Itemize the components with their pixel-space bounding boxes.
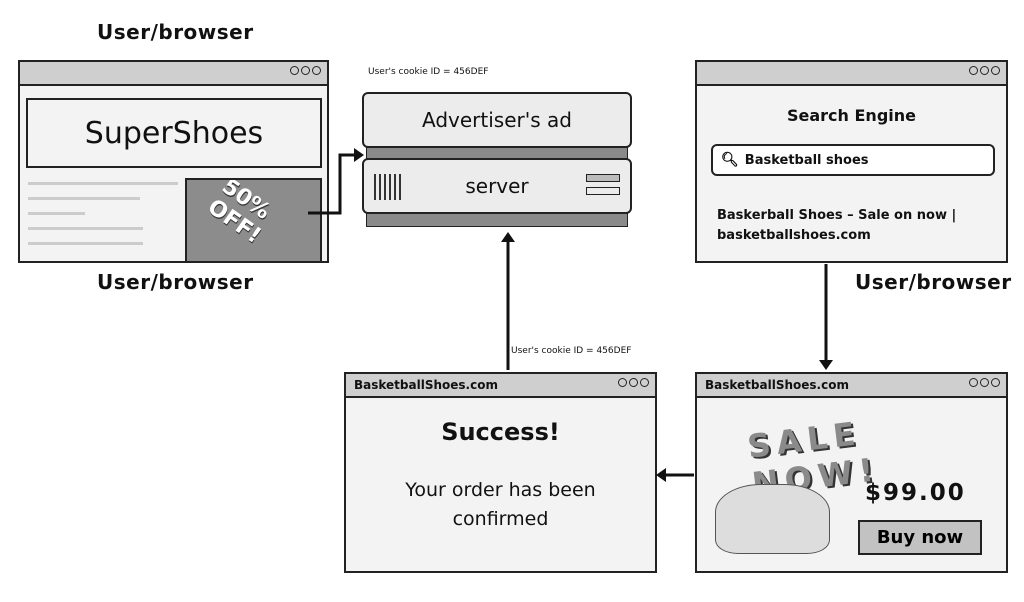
server-base (366, 213, 628, 227)
search-result[interactable]: Baskerball Shoes – Sale on now | basketb… (717, 206, 956, 246)
sneakers-image (715, 484, 830, 554)
confirmation-line: confirmed (452, 508, 549, 530)
title-bar (20, 62, 327, 86)
site-name: BasketballShoes.com (354, 378, 498, 392)
user-browser-label-top: User/browser (97, 20, 254, 44)
arrowhead (656, 468, 666, 482)
title-bar: BasketballShoes.com (346, 374, 655, 398)
buy-now-button[interactable]: Buy now (858, 520, 982, 555)
server-label: server (465, 174, 529, 198)
title-bar (697, 62, 1006, 86)
cookie-label-mid: User's cookie ID = 456DEF (511, 346, 632, 356)
drive-slot-icon (586, 174, 620, 182)
sale-window: BasketballShoes.com SALE NOW! $99.00 Buy… (695, 372, 1008, 573)
confirmation-line: Your order has been (405, 479, 596, 501)
order-confirmation: Your order has been confirmed (346, 476, 655, 534)
success-heading: Success! (441, 418, 560, 446)
ad-banner[interactable]: 50% OFF! (185, 178, 322, 263)
search-engine-window: Search Engine 🔍︎ Basketball shoes Basker… (695, 60, 1008, 263)
search-input[interactable]: 🔍︎ Basketball shoes (711, 144, 995, 176)
user-browser-label-right: User/browser (855, 270, 1012, 294)
site-name: BasketballShoes.com (705, 378, 849, 392)
cookie-label-top: User's cookie ID = 456DEF (368, 67, 489, 77)
user-browser-label-left: User/browser (97, 270, 254, 294)
success-window: BasketballShoes.com Success! Your order … (344, 372, 657, 573)
window-controls-icon[interactable] (969, 378, 1000, 387)
result-title[interactable]: Baskerball Shoes – Sale on now | (717, 208, 957, 223)
supershoes-header: SuperShoes (26, 98, 322, 168)
window-controls-icon[interactable] (290, 66, 321, 75)
arrowhead (819, 360, 833, 370)
search-query: Basketball shoes (744, 152, 869, 168)
search-icon: 🔍︎ (721, 152, 739, 168)
result-url[interactable]: basketballshoes.com (717, 228, 871, 243)
drive-slot-icon (586, 187, 620, 195)
arrow-ad-to-server (308, 153, 358, 215)
arrowhead (354, 148, 364, 162)
ad-server-top: Advertiser's ad (362, 92, 632, 148)
vent-icon (374, 174, 404, 200)
arrowhead (501, 232, 515, 242)
title-bar: BasketballShoes.com (697, 374, 1006, 398)
window-controls-icon[interactable] (618, 378, 649, 387)
price: $99.00 (865, 480, 966, 506)
window-controls-icon[interactable] (969, 66, 1000, 75)
search-engine-title: Search Engine (786, 106, 916, 125)
supershoes-window: SuperShoes 50% OFF! (18, 60, 329, 263)
